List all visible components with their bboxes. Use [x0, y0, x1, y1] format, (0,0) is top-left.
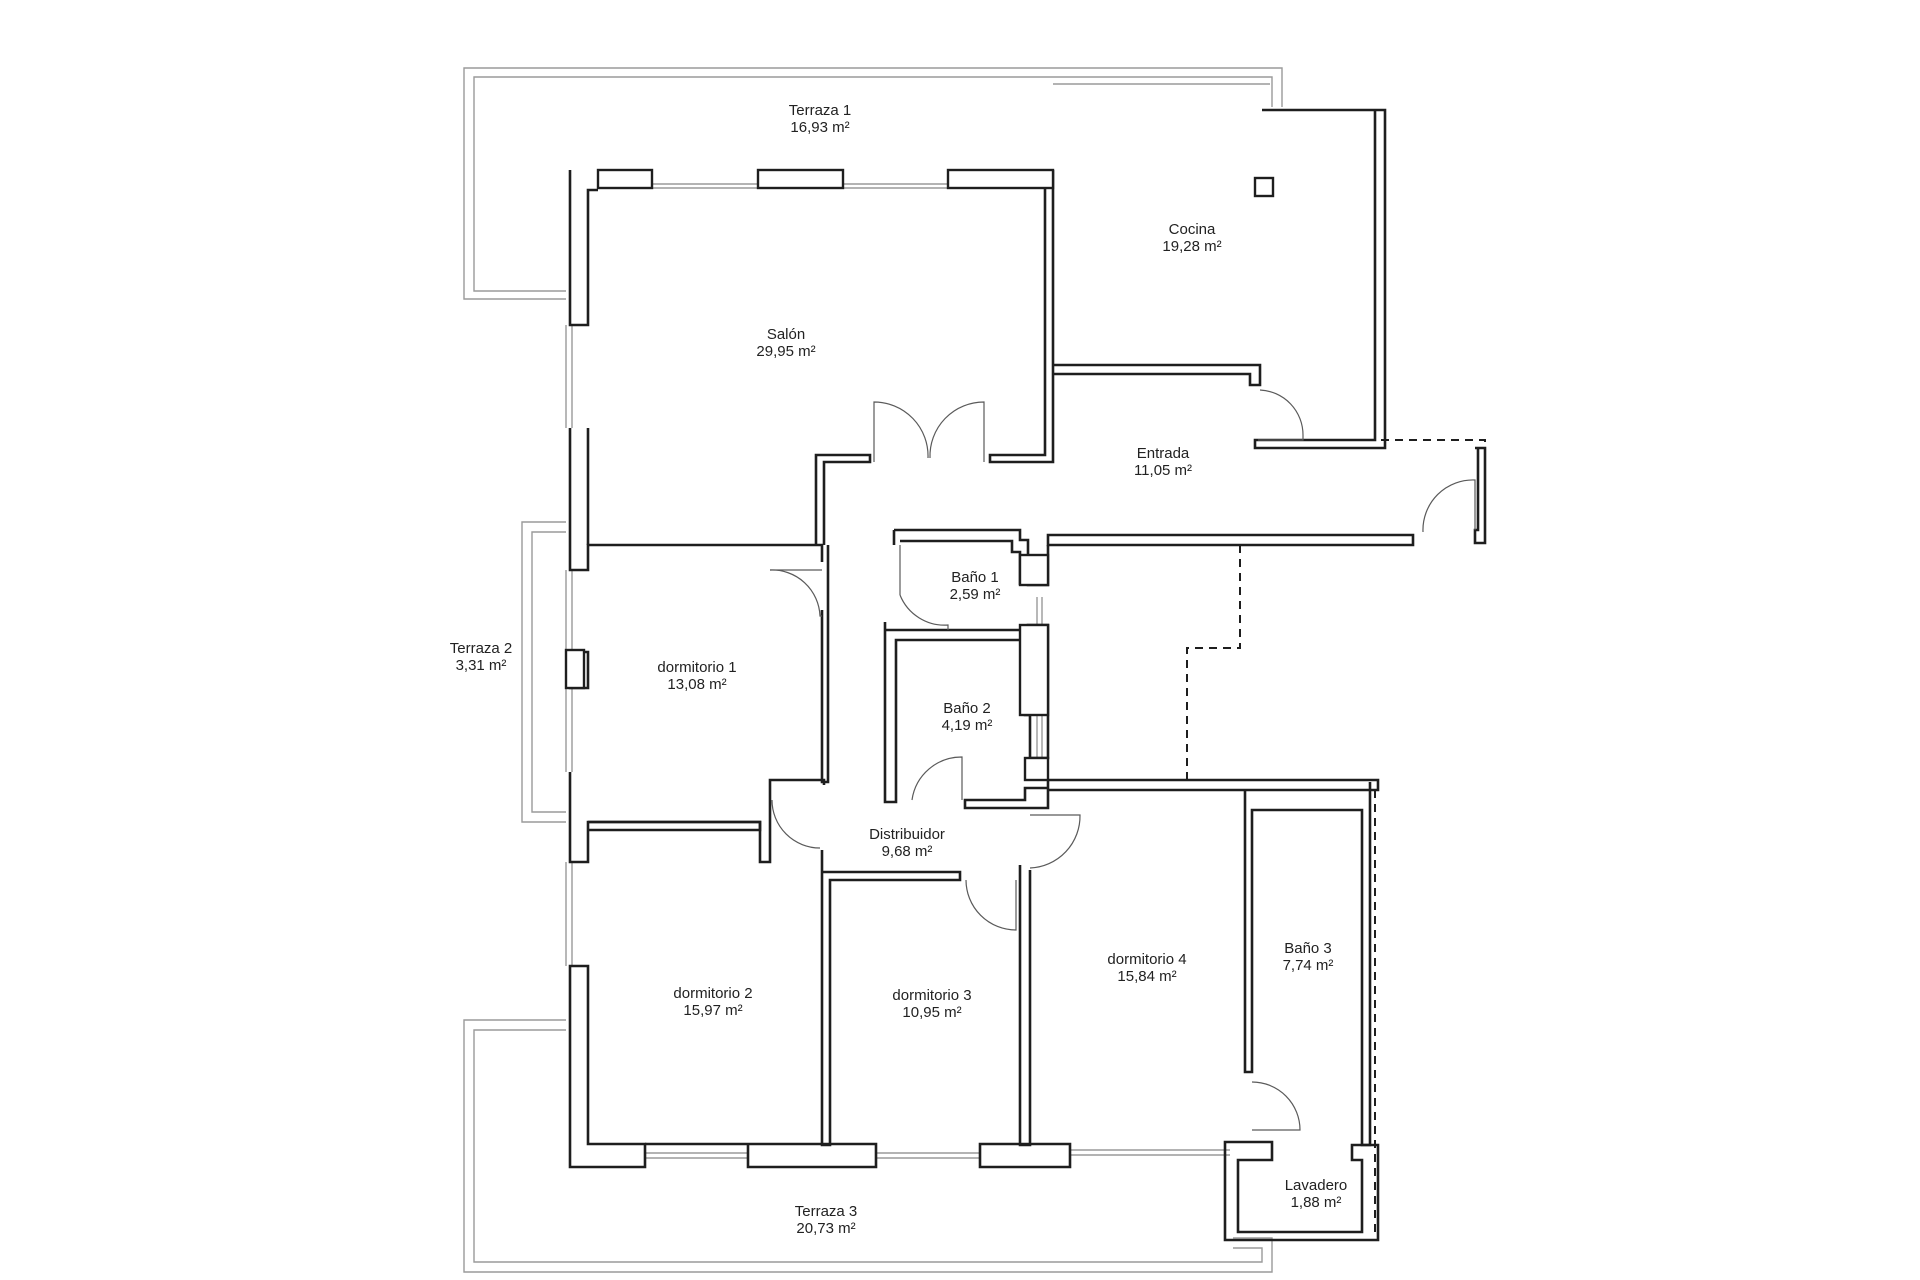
wall-distribuidor-north [963, 778, 1380, 810]
exterior-wall-southwest [568, 964, 647, 1169]
svg-text:15,97 m²: 15,97 m² [683, 1002, 742, 1019]
window-glazing [565, 183, 1230, 1159]
wall-bedroom1-south [588, 820, 762, 832]
room-terraza-1: Terraza 1 16,93 m² [789, 102, 852, 136]
svg-text:15,84 m²: 15,84 m² [1117, 968, 1176, 985]
room-dormitorio-2: dormitorio 2 15,97 m² [673, 985, 752, 1019]
svg-text:Terraza 3: Terraza 3 [795, 1203, 858, 1220]
wall-bedroom3-4 [1018, 865, 1032, 1147]
room-terraza-3: Terraza 3 20,73 m² [795, 1203, 858, 1237]
svg-text:Baño 2: Baño 2 [943, 700, 991, 717]
svg-text:Entrada: Entrada [1137, 445, 1190, 462]
svg-text:Baño 3: Baño 3 [1284, 940, 1332, 957]
svg-text:Terraza 1: Terraza 1 [789, 102, 852, 119]
room-dormitorio-3: dormitorio 3 10,95 m² [892, 987, 971, 1021]
wall-entrance-east [1473, 446, 1487, 545]
svg-text:13,08 m²: 13,08 m² [667, 676, 726, 693]
svg-text:Baño 1: Baño 1 [951, 569, 999, 586]
svg-text:7,74 m²: 7,74 m² [1283, 957, 1334, 974]
wall-entrance-south [1046, 533, 1415, 547]
door-swings [769, 389, 1476, 1131]
room-lavadero: Lavadero 1,88 m² [1285, 1177, 1348, 1211]
svg-text:Salón: Salón [767, 326, 805, 343]
room-salon: Salón 29,95 m² [756, 326, 815, 360]
svg-text:2,59 m²: 2,59 m² [950, 586, 1001, 603]
terraza-3-outline [463, 1019, 1273, 1273]
svg-text:dormitorio 1: dormitorio 1 [657, 659, 736, 676]
room-cocina: Cocina 19,28 m² [1162, 221, 1221, 255]
room-dormitorio-1: dormitorio 1 13,08 m² [657, 659, 736, 693]
svg-text:Lavadero: Lavadero [1285, 1177, 1348, 1194]
wall-bedroom1-distribuidor [820, 545, 830, 784]
svg-text:1,88 m²: 1,88 m² [1291, 1194, 1342, 1211]
room-entrada: Entrada 11,05 m² [1134, 445, 1192, 479]
exterior-wall-west [568, 170, 824, 572]
wall-kitchen-east [1253, 108, 1387, 450]
svg-text:4,19 m²: 4,19 m² [942, 717, 993, 734]
svg-text:29,95 m²: 29,95 m² [756, 343, 815, 360]
room-labels: Terraza 1 16,93 m² Cocina 19,28 m² Salón… [450, 102, 1348, 1237]
piers [564, 168, 1055, 782]
room-bano-1: Baño 1 2,59 m² [950, 569, 1001, 603]
kitchen-column [1253, 176, 1275, 198]
svg-text:9,68 m²: 9,68 m² [882, 843, 933, 860]
svg-text:dormitorio 2: dormitorio 2 [673, 985, 752, 1002]
svg-text:16,93 m²: 16,93 m² [790, 119, 849, 136]
exterior-wall-west-lower [568, 772, 826, 864]
svg-text:dormitorio 4: dormitorio 4 [1107, 951, 1186, 968]
terraza-1-outline [463, 67, 1283, 300]
dashed-boundaries [1186, 110, 1486, 1238]
wall-salon-east [988, 170, 1055, 464]
svg-text:11,05 m²: 11,05 m² [1134, 462, 1192, 479]
wall-salon-hall [814, 453, 872, 545]
svg-text:3,31 m²: 3,31 m² [456, 657, 507, 674]
svg-text:20,73 m²: 20,73 m² [796, 1220, 855, 1237]
wall-south-bedrooms [645, 1142, 1072, 1169]
room-terraza-2: Terraza 2 3,31 m² [450, 640, 513, 674]
terraza-2-outline [521, 521, 566, 823]
svg-text:10,95 m²: 10,95 m² [902, 1004, 961, 1021]
svg-text:Distribuidor: Distribuidor [869, 826, 945, 843]
svg-text:19,28 m²: 19,28 m² [1162, 238, 1221, 255]
room-bano-2: Baño 2 4,19 m² [942, 700, 993, 734]
room-distribuidor: Distribuidor 9,68 m² [869, 826, 945, 860]
svg-text:Cocina: Cocina [1169, 221, 1216, 238]
room-bano-3: Baño 3 7,74 m² [1283, 940, 1334, 974]
wall-lavadero [1223, 1140, 1380, 1242]
svg-text:Terraza 2: Terraza 2 [450, 640, 513, 657]
room-dormitorio-4: dormitorio 4 15,84 m² [1107, 951, 1186, 985]
svg-text:dormitorio 3: dormitorio 3 [892, 987, 971, 1004]
wall-kitchen-entrance [1053, 363, 1262, 387]
terraces [463, 67, 1283, 1273]
